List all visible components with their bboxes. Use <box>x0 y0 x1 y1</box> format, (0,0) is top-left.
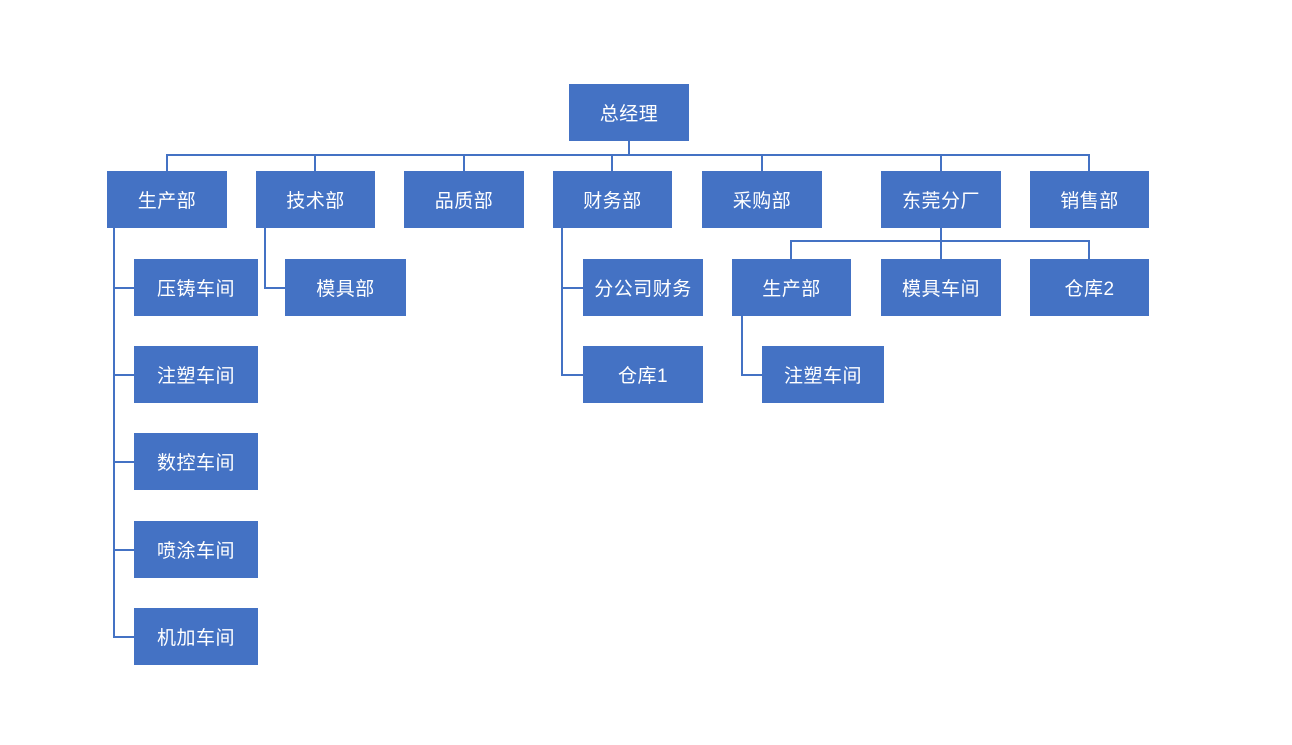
node-spray-workshop: 喷涂车间 <box>134 521 258 578</box>
connector-line <box>113 461 134 463</box>
node-mold-dept: 模具部 <box>285 259 406 316</box>
connector-line <box>113 636 134 638</box>
org-node-label: 生产部 <box>137 191 197 212</box>
connector-line <box>1088 154 1090 171</box>
connector-line <box>166 154 168 171</box>
connector-line <box>628 141 630 156</box>
org-node-label: 注塑车间 <box>156 366 235 387</box>
connector-line <box>264 287 285 289</box>
org-node-label: 技术部 <box>286 191 345 212</box>
node-machining-workshop: 机加车间 <box>134 608 258 665</box>
connector-line <box>940 154 942 171</box>
node-sales-dept: 销售部 <box>1030 171 1149 228</box>
org-node-label: 喷涂车间 <box>156 541 235 562</box>
connector-line <box>561 228 563 376</box>
node-warehouse-2: 仓库2 <box>1030 259 1149 316</box>
org-node-label: 生产部 <box>762 279 821 300</box>
org-node-label: 采购部 <box>732 191 792 212</box>
node-dg-mold-workshop: 模具车间 <box>881 259 1001 316</box>
org-node-label: 仓库1 <box>617 366 669 387</box>
org-node-label: 品质部 <box>434 191 494 212</box>
node-general-manager: 总经理 <box>569 84 689 141</box>
org-node-label: 压铸车间 <box>156 279 235 300</box>
connector-line <box>113 228 115 638</box>
node-purchasing-dept: 采购部 <box>702 171 822 228</box>
connector-line <box>761 154 763 171</box>
connector-line <box>790 240 792 259</box>
org-node-label: 财务部 <box>583 191 642 212</box>
connector-line <box>113 549 134 551</box>
node-cnc-workshop: 数控车间 <box>134 433 258 490</box>
node-production-dept: 生产部 <box>107 171 227 228</box>
connector-line <box>561 287 583 289</box>
connector-line <box>113 287 134 289</box>
org-node-label: 总经理 <box>599 104 659 125</box>
org-node-label: 销售部 <box>1060 191 1119 212</box>
node-technology-dept: 技术部 <box>256 171 375 228</box>
node-injection-workshop: 注塑车间 <box>134 346 258 403</box>
connector-line <box>741 374 762 376</box>
connector-line <box>463 154 465 171</box>
org-node-label: 注塑车间 <box>783 366 862 387</box>
org-node-label: 分公司财务 <box>594 279 692 300</box>
connector-line <box>264 228 266 289</box>
org-node-label: 仓库2 <box>1064 279 1115 300</box>
connector-line <box>314 154 316 171</box>
connector-line <box>741 315 743 376</box>
org-node-label: 数控车间 <box>156 453 235 474</box>
org-node-label: 东莞分厂 <box>901 191 980 212</box>
connector-line <box>113 374 134 376</box>
node-warehouse-1: 仓库1 <box>583 346 703 403</box>
node-dg-production-dept: 生产部 <box>732 259 851 316</box>
connector-line <box>561 374 583 376</box>
connector-line <box>611 154 613 171</box>
org-node-label: 机加车间 <box>156 628 235 649</box>
node-dg-injection-workshop: 注塑车间 <box>762 346 884 403</box>
node-branch-finance: 分公司财务 <box>583 259 703 316</box>
node-finance-dept: 财务部 <box>553 171 672 228</box>
connector-line <box>166 154 1090 156</box>
connector-line <box>940 240 942 259</box>
org-node-label: 模具部 <box>316 279 375 300</box>
connector-line <box>940 228 942 241</box>
node-dongguan-branch: 东莞分厂 <box>881 171 1001 228</box>
org-node-label: 模具车间 <box>901 279 980 300</box>
connector-line <box>1088 240 1090 259</box>
node-die-casting-workshop: 压铸车间 <box>134 259 258 316</box>
node-quality-dept: 品质部 <box>404 171 524 228</box>
